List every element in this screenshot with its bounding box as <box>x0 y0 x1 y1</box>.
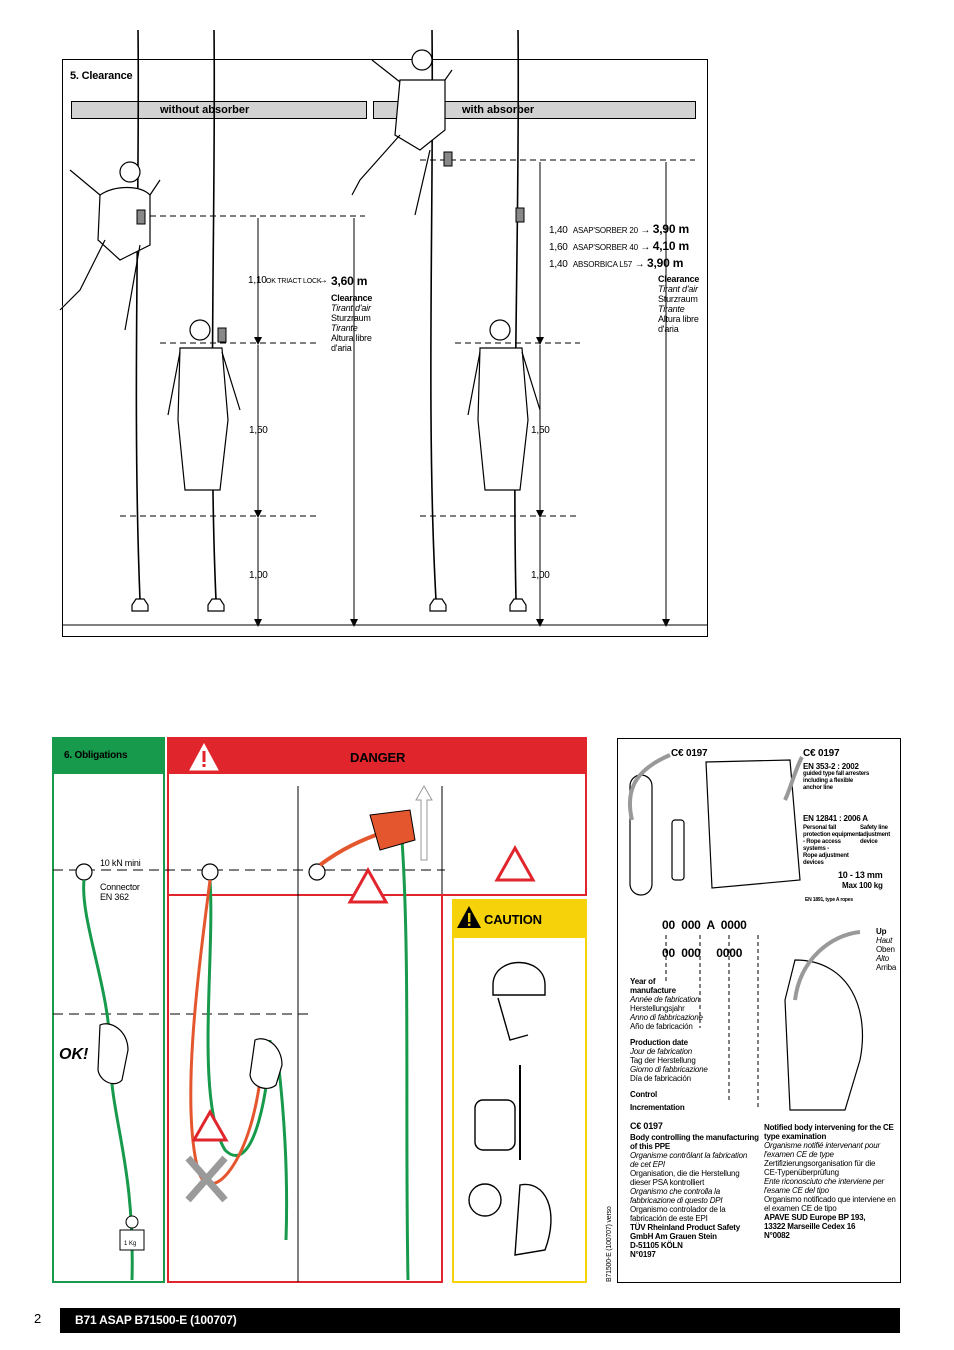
clearance-panel <box>62 59 708 637</box>
verso-label: B71500-E (100707) verso <box>606 1206 613 1282</box>
footer-bar <box>60 1308 900 1333</box>
clearance-label-left: Clearance Tirant d'air Sturzraum Tirante… <box>331 293 373 353</box>
ce-mark-left: C€ 0197 <box>671 748 708 759</box>
standard-en12841: EN 12841 : 2006 A <box>803 814 868 823</box>
dim-110: 1,10 <box>248 275 267 286</box>
arrow-right-icon: → <box>318 275 328 286</box>
connector-label: Connector EN 362 <box>100 882 140 902</box>
standard-en353: EN 353-2 : 2002 guided type fall arreste… <box>803 762 870 791</box>
danger-title: DANGER <box>350 750 406 765</box>
caution-title: CAUTION <box>484 912 542 927</box>
danger-panel-lower <box>167 894 443 1283</box>
clearance-label-right: Clearance Tirant d'air Sturzraum Tirante… <box>658 274 700 334</box>
ce-mark-right: C€ 0197 <box>803 748 840 759</box>
serial-line-1: 00 000 A 0000 <box>662 918 747 932</box>
up-label: Up Haut Oben Alto Arriba <box>876 927 897 972</box>
serial-line-2: 00 000 0000 <box>662 946 743 960</box>
without-absorber-bar: without absorber <box>71 101 367 119</box>
page-number: 2 <box>34 1311 42 1326</box>
en1891-label: EN 1891, type A ropes <box>805 897 853 903</box>
clearance-title: 5. Clearance <box>70 70 133 82</box>
body-controlling: Body controlling the manufacturing of th… <box>630 1133 759 1259</box>
marking-panel <box>617 738 901 1283</box>
strength-label: 10 kN mini <box>100 858 141 868</box>
with-absorber-bar: with absorber <box>373 101 696 119</box>
ok-label: OK! <box>59 1046 89 1063</box>
increment-label: Incrementation <box>630 1103 685 1112</box>
obligations-header <box>53 738 164 774</box>
notified-body: Notified body intervening for the CE typ… <box>764 1123 896 1240</box>
triact-label: OK TRIACT LOCK <box>266 278 322 285</box>
absorber-table: 1,40 ASAP'SORBER 20 → 3,90 m 1,60 ASAP'S… <box>549 222 689 270</box>
dim-150-right: 1,50 <box>531 425 550 436</box>
control-label: Control <box>630 1090 658 1099</box>
weight-label: 1 Kg <box>124 1241 137 1247</box>
production-label: Production date Jour de fabrication Tag … <box>630 1038 708 1083</box>
dim-100-right: 1,00 <box>531 570 550 581</box>
rope-diameter: 10 - 13 mm <box>838 870 883 880</box>
year-label: Year of manufacture Année de fabrication… <box>630 977 703 1031</box>
total-360: 3,60 m <box>331 274 368 288</box>
footer-doc: B71 ASAP B71500-E (100707) <box>75 1313 237 1327</box>
max-load: Max 100 kg <box>842 881 883 890</box>
ce-mark-bottom: C€ 0197 <box>630 1121 663 1131</box>
danger-header <box>168 738 586 774</box>
obligations-title: 6. Obligations <box>64 750 128 761</box>
dim-100-left: 1,00 <box>249 570 268 581</box>
dim-150-left: 1,50 <box>249 425 268 436</box>
